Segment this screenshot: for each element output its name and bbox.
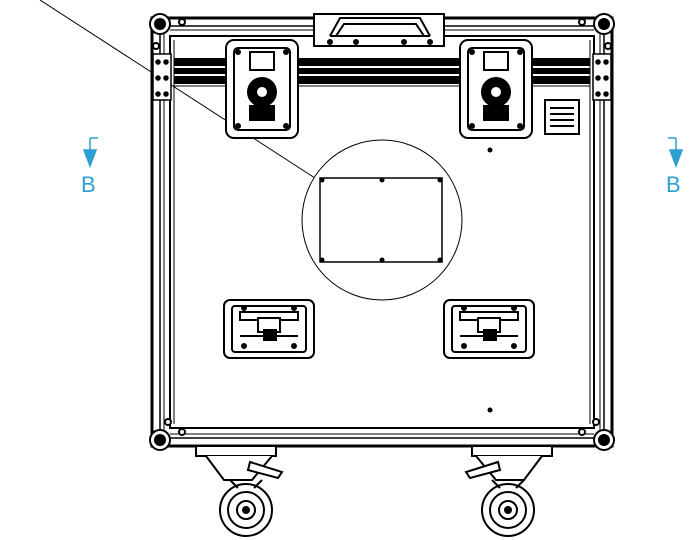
section-label-right: B (666, 172, 681, 197)
detail-callout-circle (301, 139, 463, 301)
butterfly-latch-left (225, 39, 299, 139)
section-arrow-right (668, 137, 684, 169)
butterfly-latch-right (459, 39, 533, 139)
section-label-left: B (81, 172, 96, 197)
side-handle-left (223, 299, 315, 359)
leader-line (39, 0, 319, 181)
face-screw-top (487, 147, 493, 153)
right-hinge-block (592, 53, 612, 101)
top-handle (313, 13, 445, 47)
corner-ball-top-left (149, 13, 186, 50)
corner-ball-bottom-left (149, 418, 186, 451)
corner-ball-bottom-right (578, 418, 615, 451)
caster-wheel-left (195, 445, 284, 537)
corner-ball-top-right (578, 13, 615, 50)
face-screw-bottom (487, 407, 493, 413)
side-handle-right (443, 299, 535, 359)
left-hinge-block (152, 53, 172, 101)
vent-grille (544, 99, 580, 135)
section-arrow-left (82, 137, 98, 169)
caster-wheel-right (464, 445, 553, 537)
